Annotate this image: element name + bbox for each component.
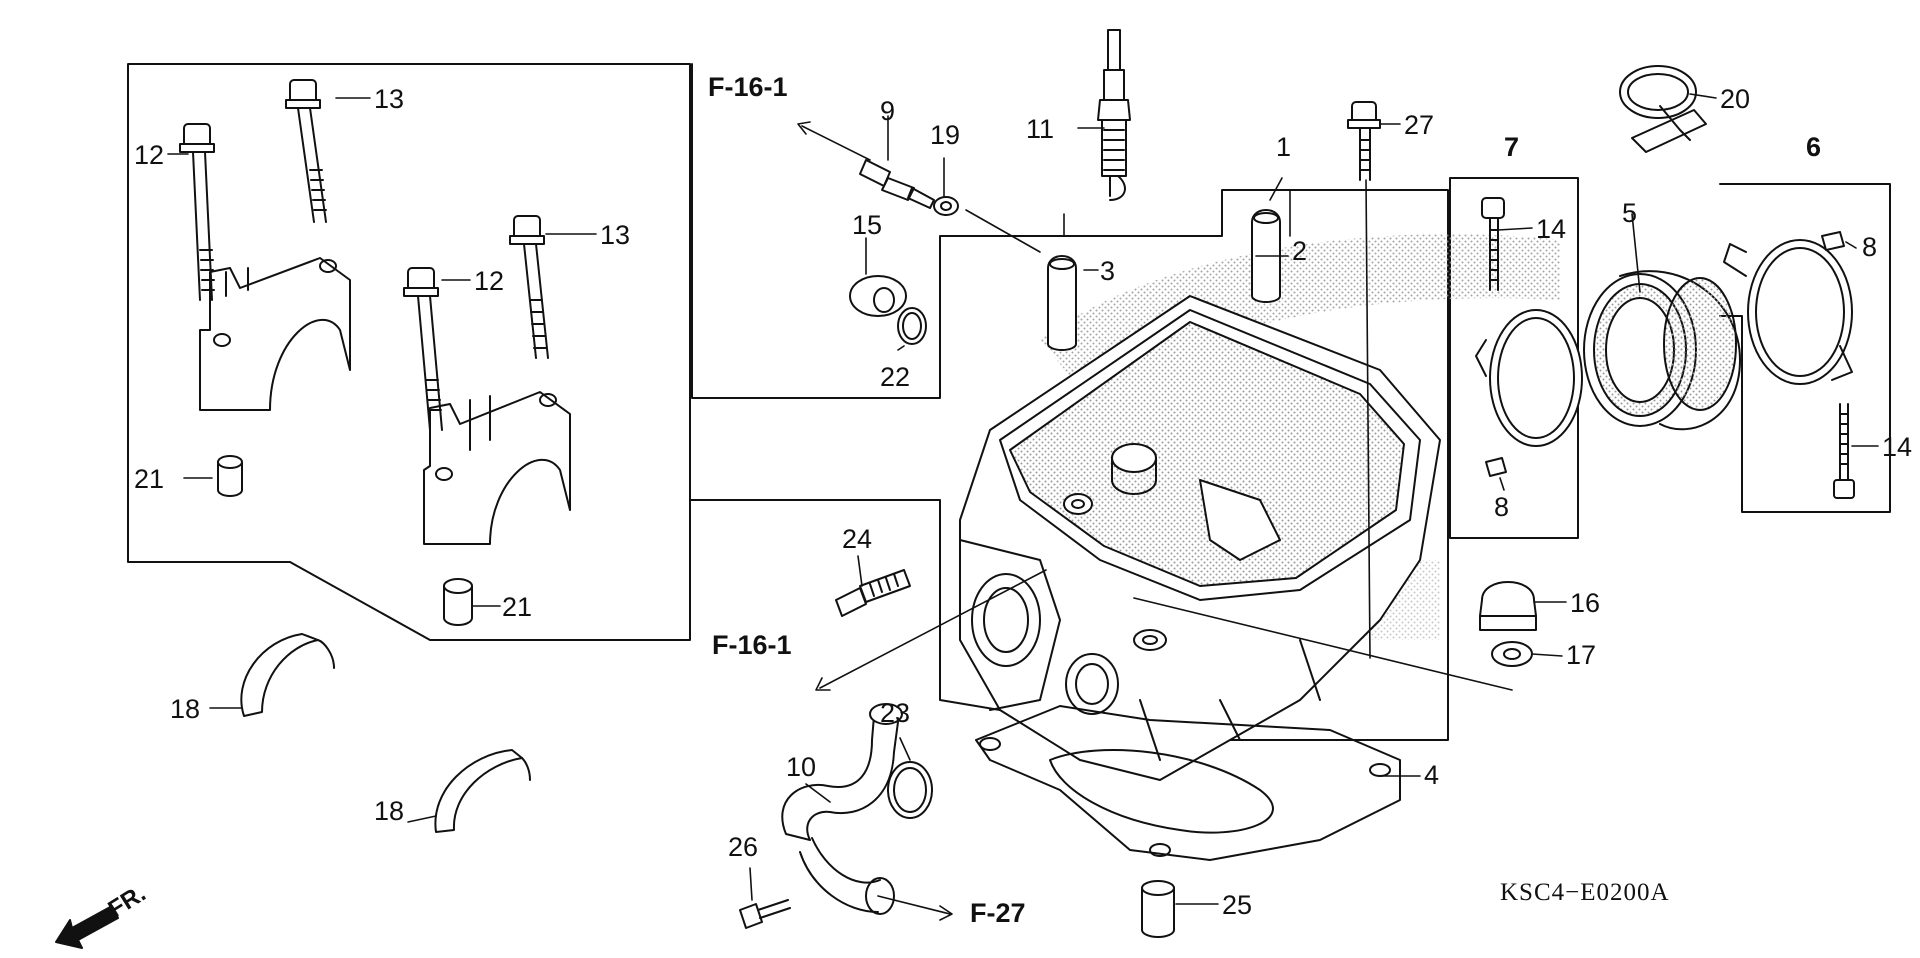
dowel-25 <box>1141 880 1175 938</box>
clip-18-a <box>240 633 335 717</box>
reference-f-27: F-27 <box>970 898 1026 928</box>
callout-10: 10 <box>786 752 817 782</box>
clamp-bolt-14-a <box>1481 197 1505 291</box>
clamp-nut-8-b <box>1821 231 1845 251</box>
callout-6: 6 <box>1806 132 1822 162</box>
callout-23: 23 <box>880 698 911 728</box>
callout-22: 22 <box>880 362 911 392</box>
clamp-bolt-14-b <box>1833 403 1855 499</box>
callout-9: 9 <box>880 96 896 126</box>
camshaft-holder-lower <box>423 391 571 545</box>
holder-bolt-13-b <box>509 215 549 359</box>
head-gasket-4 <box>975 705 1401 861</box>
callout-24: 24 <box>842 524 873 554</box>
o-ring-22 <box>897 307 927 345</box>
callout-27: 27 <box>1404 110 1435 140</box>
callout-12-a: 12 <box>134 140 165 170</box>
callout-8-b: 8 <box>1862 232 1878 262</box>
callout-4: 4 <box>1424 760 1440 790</box>
callout-26: 26 <box>728 832 759 862</box>
hose-10 <box>781 703 903 915</box>
camshaft-holder-group-outline <box>127 63 691 641</box>
valve-stem-seal-3 <box>1047 255 1077 351</box>
insulator-clamp-7 <box>1475 309 1583 447</box>
callout-12-b: 12 <box>474 266 505 296</box>
callout-25: 25 <box>1222 890 1253 920</box>
insulator-group-7-outline <box>1449 177 1579 539</box>
callout-18-b: 18 <box>374 796 405 826</box>
callout-14-b: 14 <box>1882 432 1913 462</box>
reference-f-16-1-middle: F-16-1 <box>712 630 792 660</box>
callout-11: 11 <box>1026 114 1055 144</box>
stud-bolt-24 <box>835 569 911 617</box>
washer-17 <box>1491 641 1533 667</box>
cylinder-head-1 <box>959 295 1441 781</box>
callout-17: 17 <box>1566 640 1597 670</box>
callout-14-a: 14 <box>1536 214 1567 244</box>
dowel-pin-21-a <box>217 455 243 497</box>
clip-18-b <box>434 749 531 833</box>
joint-bolt-9 <box>859 159 935 209</box>
valve-group-outline <box>691 63 1449 663</box>
callout-5: 5 <box>1622 198 1638 228</box>
band-20 <box>1619 65 1707 153</box>
callout-16: 16 <box>1570 588 1601 618</box>
holder-bolt-13-a <box>285 79 327 223</box>
hose-clamp-23 <box>887 761 933 819</box>
cap-15 <box>849 275 907 317</box>
insulator-5 <box>1583 270 1741 431</box>
callout-2: 2 <box>1292 236 1308 266</box>
bolt-26 <box>739 899 791 929</box>
callout-15: 15 <box>852 210 883 240</box>
front-direction-arrow <box>55 905 119 949</box>
callout-3: 3 <box>1100 256 1116 286</box>
holder-bolt-12-b <box>403 267 443 431</box>
reference-f-16-1-top: F-16-1 <box>708 72 788 102</box>
callout-13-b: 13 <box>600 220 631 250</box>
callout-1: 1 <box>1276 132 1292 162</box>
callout-13-a: 13 <box>374 84 405 114</box>
leader-lines <box>167 93 1879 921</box>
clamp-group-6-outline <box>1719 183 1891 513</box>
callout-8-a: 8 <box>1494 492 1510 522</box>
air-cleaner-clamp-6 <box>1723 239 1853 385</box>
diagram-code: KSC4−E0200A <box>1500 879 1670 906</box>
callout-19: 19 <box>930 120 961 150</box>
callout-21-a: 21 <box>134 464 165 494</box>
camshaft-holder-upper <box>199 257 351 411</box>
dowel-pin-21-b <box>443 578 473 626</box>
callout-20: 20 <box>1720 84 1751 114</box>
washer-19 <box>933 196 959 216</box>
holder-bolt-12-a <box>179 123 215 301</box>
callout-7: 7 <box>1504 132 1520 162</box>
clamp-nut-8-a <box>1485 457 1507 477</box>
head-bolt-27 <box>1347 101 1381 181</box>
callout-18-a: 18 <box>170 694 201 724</box>
cap-nut-16 <box>1479 581 1537 631</box>
spark-plug-11 <box>1097 29 1131 201</box>
callout-21-b: 21 <box>502 592 533 622</box>
